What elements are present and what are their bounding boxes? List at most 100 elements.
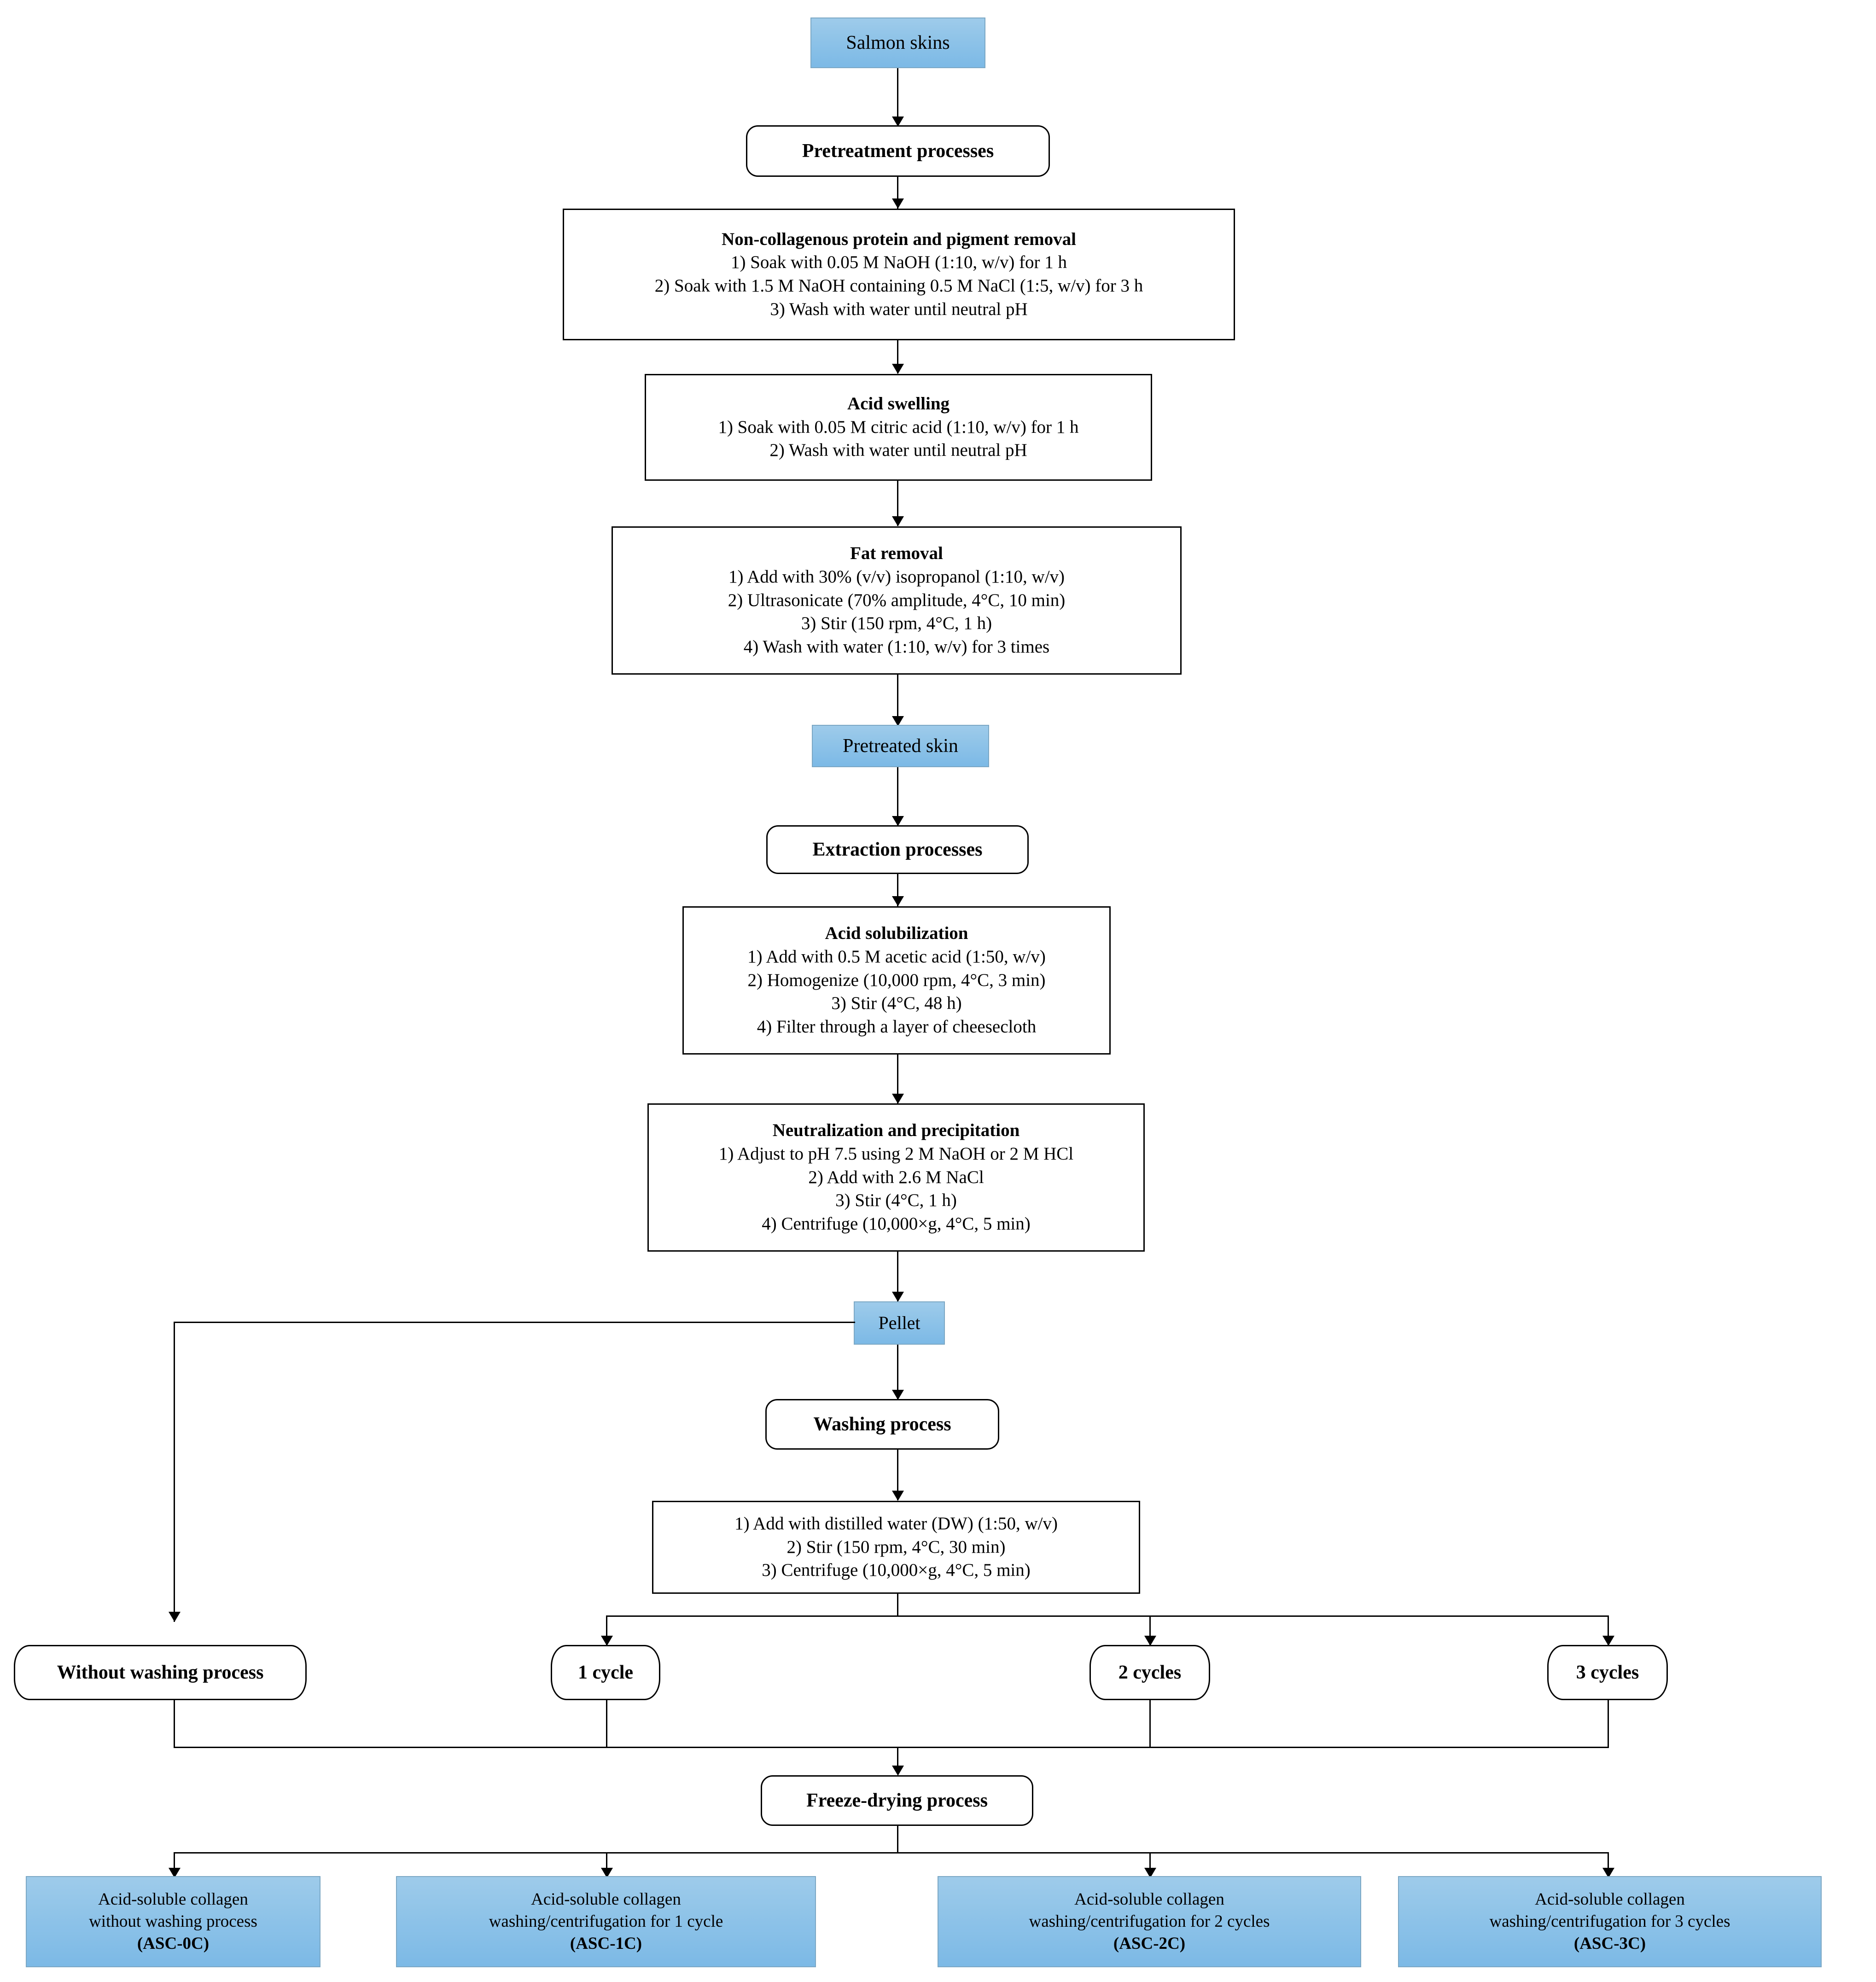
arrowhead-washing-process [892,1390,904,1400]
fat-removal-step-3: 3) Stir (150 rpm, 4°C, 1 h) [801,613,992,634]
edge-cycles-distributor [606,1615,1609,1617]
arrowhead-noncollagen [892,198,904,209]
arrowhead-pretreatment [892,117,904,127]
arrowhead-acid-solubilization [892,896,904,906]
edge-output-0 [174,1852,175,1878]
output-3-line2: washing/centrifugation for 3 cycles [1489,1912,1730,1931]
washing-step-2: 2) Stir (150 rpm, 4°C, 30 min) [787,1537,1006,1557]
edge-branch-1cycle [606,1615,607,1646]
arrowhead-2cycles [1144,1636,1156,1646]
node-branch-2-cycles: 2 cycles [1089,1645,1210,1700]
branch-label-1: 1 cycle [577,1661,634,1683]
output-1-line1: Acid-soluble collagen [531,1889,681,1909]
acid-swelling-step-2: 2) Wash with water until neutral pH [769,440,1027,461]
node-washing-steps: 1) Add with distilled water (DW) (1:50, … [652,1501,1140,1594]
edge-merge-stub-1 [606,1700,607,1748]
node-noncollagenous-removal: Non-collagenous protein and pigment remo… [563,209,1235,340]
arrowhead-output-1 [601,1868,613,1878]
neutralization-step-3: 3) Stir (4°C, 1 h) [835,1190,957,1211]
salmon-skins-label: Salmon skins [846,32,950,53]
output-3-line1: Acid-soluble collagen [1535,1889,1685,1909]
edge-merge-stub-2 [1149,1700,1151,1748]
washing-step-3: 3) Centrifuge (10,000×g, 4°C, 5 min) [762,1560,1031,1580]
node-fat-removal: Fat removal 1) Add with 30% (v/v) isopro… [612,526,1182,675]
output-0-line1: Acid-soluble collagen [98,1889,248,1909]
output-2-line1: Acid-soluble collagen [1074,1889,1224,1909]
edge-washing-to-steps [897,1450,898,1500]
node-acid-swelling: Acid swelling 1) Soak with 0.05 M citric… [645,374,1152,481]
node-branch-1-cycle: 1 cycle [551,1645,660,1700]
node-output-asc-2c: Acid-soluble collagen washing/centrifuga… [938,1876,1361,1967]
noncollagen-step-3: 3) Wash with water until neutral pH [770,299,1028,319]
arrowhead-washing-steps [892,1491,904,1501]
output-1-line2: washing/centrifugation for 1 cycle [489,1912,723,1931]
edge-merge-to-freeze-drying [897,1747,898,1773]
output-3-code: (ASC-3C) [1573,1934,1646,1953]
edge-pellet-to-washing [897,1345,898,1399]
acid-swelling-title: Acid swelling [847,393,950,414]
edge-output-2 [1149,1852,1151,1878]
arrowhead-3cycles [1602,1636,1614,1646]
acid-solubilization-step-3: 3) Stir (4°C, 48 h) [831,993,962,1014]
edge-fat-to-pretreated-skin [897,675,898,725]
fat-removal-title: Fat removal [850,543,943,564]
node-acid-solubilization: Acid solubilization 1) Add with 0.5 M ac… [682,906,1111,1055]
edge-pellet-bypass-horizontal [174,1322,855,1323]
output-2-code: (ASC-2C) [1113,1934,1186,1953]
edge-output-3 [1608,1852,1609,1878]
arrowhead-freeze-drying [892,1766,904,1776]
edge-pellet-bypass-vertical [174,1322,175,1622]
washing-step-1: 1) Add with distilled water (DW) (1:50, … [734,1513,1058,1533]
output-0-code: (ASC-0C) [137,1934,210,1953]
edge-merge-stub-0 [174,1700,175,1748]
arrowhead-pellet [892,1292,904,1302]
branch-label-0: Without washing process [57,1661,264,1683]
noncollagen-step-1: 1) Soak with 0.05 M NaOH (1:10, w/v) for… [730,252,1067,273]
arrowhead-without-washing [169,1612,181,1622]
node-washing-process: Washing process [765,1399,999,1450]
edge-output-1 [606,1852,607,1878]
arrowhead-output-2 [1144,1868,1156,1878]
pellet-label: Pellet [878,1312,921,1333]
edge-neutralization-to-pellet [897,1252,898,1301]
fat-removal-step-2: 2) Ultrasonicate (70% amplitude, 4°C, 10… [728,590,1066,610]
node-neutralization-precipitation: Neutralization and precipitation 1) Adju… [647,1103,1145,1252]
pretreatment-label: Pretreatment processes [802,140,994,162]
output-0-line2: without washing process [89,1912,257,1931]
edge-noncollagen-to-swelling [897,340,898,373]
neutralization-step-4: 4) Centrifuge (10,000×g, 4°C, 5 min) [762,1214,1031,1234]
edge-salmon-to-pretreatment [897,68,898,123]
edge-washing-steps-stem [897,1594,898,1617]
node-extraction-processes: Extraction processes [766,825,1029,874]
node-output-asc-0c: Acid-soluble collagen without washing pr… [26,1876,320,1967]
fat-removal-step-4: 4) Wash with water (1:10, w/v) for 3 tim… [743,637,1050,657]
arrowhead-1cycle [601,1636,613,1646]
fat-removal-step-1: 1) Add with 30% (v/v) isopropanol (1:10,… [728,566,1065,587]
edge-merge-collector [174,1747,1609,1748]
output-1-code: (ASC-1C) [570,1934,642,1953]
arrowhead-neutralization [892,1094,904,1104]
node-branch-without-washing: Without washing process [14,1645,307,1700]
washing-process-label: Washing process [813,1413,951,1435]
neutralization-step-2: 2) Add with 2.6 M NaCl [808,1167,984,1187]
acid-solubilization-step-2: 2) Homogenize (10,000 rpm, 4°C, 3 min) [747,970,1046,990]
acid-solubilization-step-4: 4) Filter through a layer of cheesecloth [757,1017,1037,1037]
arrowhead-fat-removal [892,516,904,526]
node-salmon-skins: Salmon skins [810,17,985,68]
edge-skin-to-extraction [897,767,898,825]
node-output-asc-1c: Acid-soluble collagen washing/centrifuga… [396,1876,816,1967]
branch-label-2: 2 cycles [1118,1661,1182,1683]
node-pretreatment-processes: Pretreatment processes [746,125,1050,177]
edge-merge-stub-3 [1608,1700,1609,1748]
neutralization-step-1: 1) Adjust to pH 7.5 using 2 M NaOH or 2 … [718,1143,1074,1164]
output-2-line2: washing/centrifugation for 2 cycles [1029,1912,1270,1931]
edge-freeze-drying-stem [897,1826,898,1854]
arrowhead-acid-swelling [892,364,904,374]
edge-branch-2cycles [1149,1615,1151,1646]
acid-swelling-step-1: 1) Soak with 0.05 M citric acid (1:10, w… [718,417,1079,437]
arrowhead-pretreated-skin [892,716,904,726]
edge-outputs-distributor [174,1852,1609,1854]
node-pellet: Pellet [854,1301,945,1345]
edge-extraction-to-solubilization [897,874,898,906]
noncollagen-step-2: 2) Soak with 1.5 M NaOH containing 0.5 M… [654,276,1143,296]
